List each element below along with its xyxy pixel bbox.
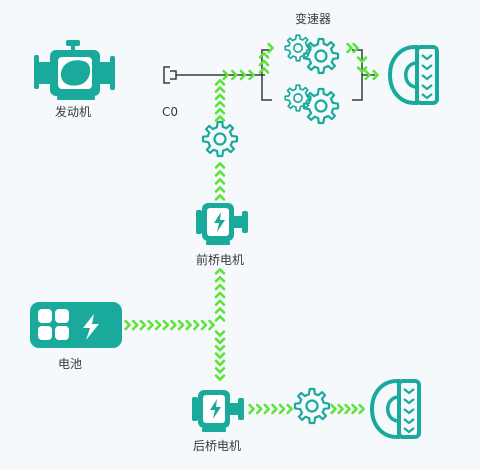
rear-motor-icon bbox=[192, 390, 244, 432]
flow-arrow bbox=[214, 115, 226, 122]
flow-arrow bbox=[258, 67, 270, 74]
flow-arrow bbox=[185, 319, 192, 331]
front-reducer-gear-icon bbox=[201, 120, 239, 158]
flow-arrow bbox=[208, 319, 215, 331]
flow-arrow bbox=[214, 79, 226, 86]
flow-arrow bbox=[139, 319, 147, 331]
rear-reducer-gear-icon bbox=[293, 387, 331, 425]
flow-arrow bbox=[214, 344, 226, 352]
engine-label: 发动机 bbox=[54, 105, 92, 119]
flow-arrow bbox=[330, 403, 337, 415]
flow-arrow bbox=[214, 299, 226, 307]
flow-arrow bbox=[193, 319, 200, 331]
energy-flow-arrows bbox=[124, 42, 379, 415]
flow-arrow bbox=[214, 107, 226, 115]
flow-arrow bbox=[214, 170, 226, 177]
flow-arrow bbox=[352, 42, 359, 54]
flow-arrow bbox=[214, 366, 226, 374]
rear-wheel-icon bbox=[370, 378, 421, 440]
flow-arrow bbox=[263, 403, 271, 415]
flow-arrow bbox=[351, 403, 358, 415]
flow-arrow bbox=[214, 337, 226, 345]
clutch-icon bbox=[163, 66, 177, 84]
flow-arrow bbox=[214, 291, 226, 299]
flow-arrow bbox=[364, 69, 371, 81]
clutch-label: C0 bbox=[161, 105, 179, 119]
flow-arrow bbox=[239, 69, 247, 81]
rear-motor-label: 后桥电机 bbox=[192, 439, 242, 453]
flow-arrow bbox=[214, 359, 226, 367]
flow-arrow bbox=[230, 69, 238, 81]
flow-arrow bbox=[222, 69, 229, 81]
flow-arrow bbox=[147, 319, 154, 331]
flow-arrow bbox=[214, 283, 226, 291]
flow-arrow bbox=[214, 330, 226, 337]
flow-arrow bbox=[214, 268, 226, 275]
flow-arrow bbox=[154, 319, 162, 331]
flow-arrow bbox=[124, 319, 131, 331]
flow-arrow bbox=[170, 319, 177, 331]
power-lines bbox=[176, 49, 375, 101]
battery-label: 电池 bbox=[57, 357, 83, 371]
flow-arrow bbox=[258, 59, 270, 67]
flow-arrow bbox=[337, 403, 344, 415]
gearbox-gear-icons bbox=[284, 34, 340, 125]
flow-arrow bbox=[162, 319, 170, 331]
flow-arrow bbox=[248, 69, 255, 81]
gearbox-label: 变速器 bbox=[294, 12, 332, 26]
flow-arrow bbox=[214, 100, 226, 108]
flow-arrow bbox=[344, 403, 351, 415]
front-wheel-icon bbox=[388, 44, 439, 106]
flow-arrow bbox=[214, 194, 226, 201]
flow-arrow bbox=[258, 52, 270, 59]
flow-arrow bbox=[214, 162, 226, 169]
flow-arrow bbox=[214, 352, 226, 359]
flow-arrow bbox=[200, 319, 208, 331]
flow-arrow bbox=[214, 178, 226, 185]
engine-icon bbox=[34, 40, 115, 100]
front-motor-label: 前桥电机 bbox=[195, 253, 245, 267]
flow-arrow bbox=[214, 86, 226, 93]
flow-arrow bbox=[356, 56, 368, 63]
flow-arrow bbox=[286, 403, 293, 415]
front-motor-icon bbox=[196, 203, 248, 245]
flow-arrow bbox=[271, 403, 278, 415]
flow-arrow bbox=[214, 93, 226, 101]
flow-arrow bbox=[372, 69, 379, 81]
flow-arrow bbox=[346, 42, 353, 54]
flow-arrow bbox=[358, 403, 365, 415]
flow-arrow bbox=[356, 66, 368, 73]
flow-arrow bbox=[214, 307, 226, 314]
flow-arrow bbox=[267, 42, 274, 54]
flow-arrow bbox=[214, 275, 226, 283]
flow-arrow bbox=[214, 315, 226, 322]
flow-arrow bbox=[214, 186, 226, 193]
flow-arrow bbox=[177, 319, 185, 331]
flow-arrow bbox=[255, 403, 263, 415]
flow-arrow bbox=[248, 403, 255, 415]
flow-arrow bbox=[278, 403, 286, 415]
flow-arrow bbox=[214, 374, 226, 381]
flow-arrow bbox=[131, 319, 139, 331]
battery-icon bbox=[30, 302, 122, 348]
